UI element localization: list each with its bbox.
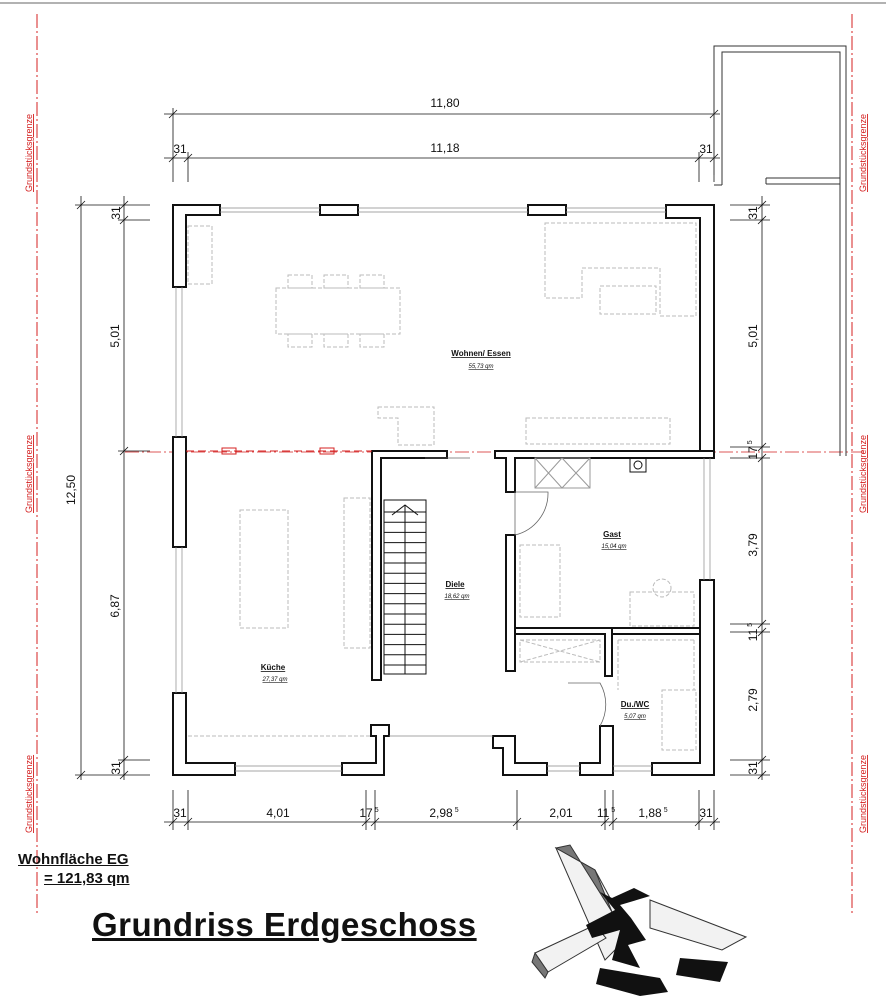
room-wc-name: Du./WC (621, 700, 650, 709)
room-kueche-name: Küche (261, 663, 286, 672)
plan-title: Grundriss Erdgeschoss (92, 906, 477, 943)
wall-pier-top-1 (319, 204, 359, 216)
boundary-label-right-bottom: Grundstücksgrenze (858, 755, 868, 833)
dim-left-lower: 6,87 (108, 594, 122, 618)
dim-bottom-7: 31 (699, 806, 713, 820)
room-labels: Wohnen/ Essen 55,73 qm Gast 15,04 qm Die… (261, 349, 650, 720)
right-dimension-texts: 31 5,01 175 3,79 115 2,79 31 (746, 206, 760, 775)
property-boundaries (36, 14, 853, 915)
wall-top-right-corner (665, 204, 715, 459)
living-area-value: = 121,83 qm (44, 870, 130, 887)
dim-right-6: 31 (746, 761, 760, 775)
kitchen-island (239, 509, 289, 629)
boundary-label-left-bottom: Grundstücksgrenze (24, 755, 34, 833)
door-gast (514, 491, 549, 536)
tv-board (525, 417, 671, 445)
boundary-label-left-mid: Grundstücksgrenze (24, 435, 34, 513)
terrace-outline (713, 45, 847, 456)
wall-pier-top-2 (527, 204, 567, 216)
furniture (187, 222, 697, 751)
room-kueche-area: 27,37 qm (261, 677, 287, 683)
guest-desk (629, 591, 695, 627)
dim-top-left-wall: 31 (173, 142, 187, 156)
room-diele-name: Diele (445, 580, 465, 589)
armchair (377, 406, 435, 446)
dimension-texts: 11,80 11,18 31 31 12,50 5,01 6,87 31 31 (64, 96, 713, 775)
living-area-label: Wohnfläche EG (18, 851, 129, 868)
dim-bottom-0: 31 (173, 806, 187, 820)
room-wc-area: 5,07 qm (624, 714, 646, 720)
dim-right-1: 5,01 (746, 324, 760, 348)
dim-right-3: 3,79 (746, 533, 760, 557)
guest-sofa (519, 544, 561, 618)
wall-entrance-right (492, 735, 548, 776)
wall-gast-left (505, 534, 516, 672)
windows (175, 207, 711, 772)
wall-gast-top (494, 450, 715, 493)
dim-left-top-wall: 31 (109, 206, 123, 220)
room-wohnen-area: 55,73 qm (468, 364, 493, 370)
dim-right-0: 31 (746, 206, 760, 220)
dimension-lines (75, 108, 770, 830)
sofa (544, 222, 697, 317)
dim-left-overall: 12,50 (64, 475, 78, 505)
dim-bottom-1: 4,01 (266, 806, 290, 820)
room-diele-area: 18,62 qm (444, 594, 469, 600)
dim-top-right-wall: 31 (699, 142, 713, 156)
dim-top-inner: 11,18 (430, 141, 459, 155)
dim-bottom-4: 2,01 (549, 806, 573, 820)
dim-top-overall: 11,80 (430, 96, 459, 110)
dining-table (275, 287, 401, 335)
sideboard (187, 225, 213, 285)
room-wohnen-name: Wohnen/ Essen (451, 349, 511, 358)
boundary-labels: Grundstücksgrenze Grundstücksgrenze Grun… (24, 114, 868, 833)
chimney (534, 457, 647, 489)
wall-wc-bottom (579, 725, 614, 776)
doors (425, 457, 607, 727)
wall-bottom-left-corner (172, 692, 236, 776)
wall-top-left-corner (172, 204, 221, 288)
architect-logo (531, 844, 748, 996)
wardrobe (343, 497, 371, 649)
room-gast-name: Gast (603, 530, 621, 539)
door-wc (568, 682, 607, 727)
dim-right-5: 2,79 (746, 688, 760, 712)
living-area-summary: Wohnfläche EG = 121,83 qm (18, 850, 129, 888)
dim-left-bottom-wall: 31 (109, 761, 123, 775)
boundary-label-right-top: Grundstücksgrenze (858, 114, 868, 192)
wall-bottom-right-corner (651, 579, 715, 776)
walls (172, 204, 715, 776)
wall-entrance-left (341, 724, 390, 776)
wall-stair-center (371, 450, 448, 681)
dim-right-4: 115 (746, 623, 760, 641)
shower (661, 689, 697, 751)
dim-left-upper: 5,01 (108, 324, 122, 348)
dim-right-2: 175 (746, 440, 760, 459)
boundary-label-left-top: Grundstücksgrenze (24, 114, 34, 192)
boundary-label-right-mid: Grundstücksgrenze (858, 435, 868, 513)
coffee-table (599, 285, 657, 315)
wall-wc-right (611, 627, 701, 635)
axis-marks (221, 447, 335, 455)
wall-pier-left (172, 436, 187, 548)
staircase (383, 499, 427, 675)
room-gast-area: 15,04 qm (601, 544, 626, 550)
